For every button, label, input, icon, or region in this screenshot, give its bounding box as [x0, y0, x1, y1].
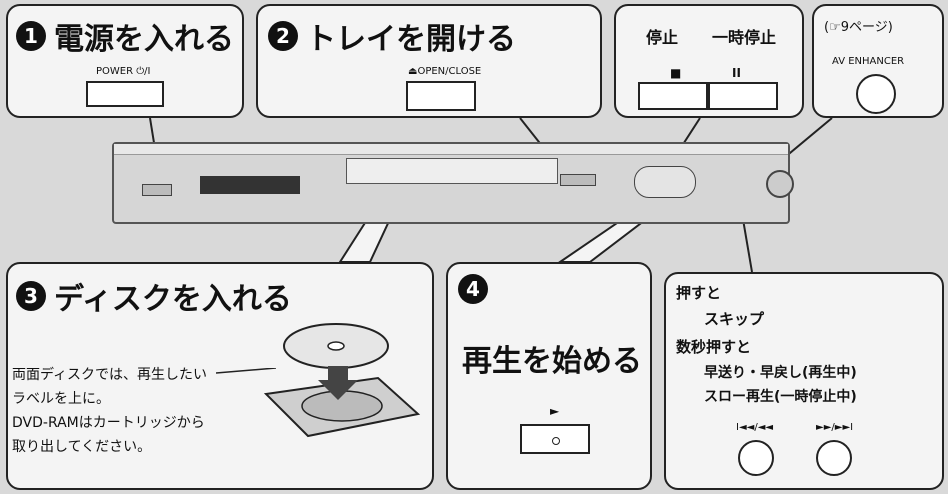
panel-power-on: 1 電源を入れる POWER ⏻/I — [6, 4, 244, 118]
skip-back-label: I◄◄/◄◄ — [736, 422, 774, 433]
skip-back-button[interactable] — [738, 440, 774, 476]
av-enhancer-label: AV ENHANCER — [832, 56, 905, 67]
instruction-line: DVD-RAMはカートリッジから — [12, 415, 205, 431]
av-enhancer-button[interactable] — [856, 74, 896, 114]
panel-insert-disc: 3 ディスクを入れる 両面ディスクでは、再生したい ラベルを上に。 DVD-RA… — [6, 262, 434, 490]
instruction-line: ラベルを上に。 — [12, 391, 110, 407]
panel-skip: 押すと スキップ 数秒押すと 早送り・早戻し(再生中) スロー再生(一時停止中)… — [664, 272, 944, 490]
instruction-line: 両面ディスクでは、再生したい — [12, 367, 208, 383]
display-window — [200, 176, 300, 194]
step-number: 2 — [268, 21, 298, 51]
power-button-label: POWER ⏻/I — [96, 66, 151, 77]
skip-line5: スロー再生(一時停止中) — [704, 389, 857, 405]
instruction-line: 取り出してください。 — [12, 439, 152, 455]
skip-line4: 早送り・早戻し(再生中) — [704, 365, 857, 381]
panel-av-enhancer: (☞9ページ) AV ENHANCER — [812, 4, 944, 118]
disc-tray-illustration — [263, 323, 421, 438]
pause-symbol: II — [732, 66, 741, 80]
panel-open-tray: 2 トレイを開ける ⏏OPEN/CLOSE — [256, 4, 602, 118]
down-arrow-icon — [318, 366, 358, 400]
open-close-small — [560, 174, 596, 186]
disc-tray-slot — [346, 158, 558, 184]
skip-line1: 押すと — [676, 284, 722, 302]
control-cluster — [634, 166, 696, 198]
step-title: 電源を入れる — [54, 22, 234, 57]
step-number: 4 — [458, 274, 488, 304]
step-number: 3 — [16, 281, 46, 311]
pause-label: 一時停止 — [712, 28, 777, 47]
skip-line3: 数秒押すと — [676, 338, 752, 356]
stop-label: 停止 — [646, 28, 679, 47]
play-indicator-icon — [552, 437, 560, 445]
skip-forward-label: ►►/►►I — [816, 422, 854, 433]
step-title: 再生を始める — [462, 344, 642, 379]
step-title: ディスクを入れる — [54, 282, 292, 317]
pointer-line — [216, 368, 276, 374]
pause-button[interactable] — [708, 82, 778, 110]
page-reference: (☞9ページ) — [824, 20, 893, 35]
dvd-player-illustration — [112, 142, 794, 224]
device-top-strip — [114, 144, 788, 155]
open-close-button[interactable] — [406, 81, 476, 111]
stop-symbol: ■ — [670, 66, 682, 80]
skip-forward-button[interactable] — [816, 440, 852, 476]
skip-line2: スキップ — [704, 310, 765, 328]
power-switch — [142, 184, 172, 196]
step-title: トレイを開ける — [306, 22, 516, 57]
av-knob — [766, 170, 794, 198]
power-button[interactable] — [86, 81, 164, 107]
play-symbol: ► — [550, 404, 560, 418]
panel-stop-pause: 停止 一時停止 ■ II — [614, 4, 804, 118]
play-button[interactable] — [520, 424, 590, 454]
stop-button[interactable] — [638, 82, 708, 110]
panel-start-playback: 4 再生を始める ► — [446, 262, 652, 490]
step-number: 1 — [16, 21, 46, 51]
open-close-label: ⏏OPEN/CLOSE — [408, 66, 482, 77]
